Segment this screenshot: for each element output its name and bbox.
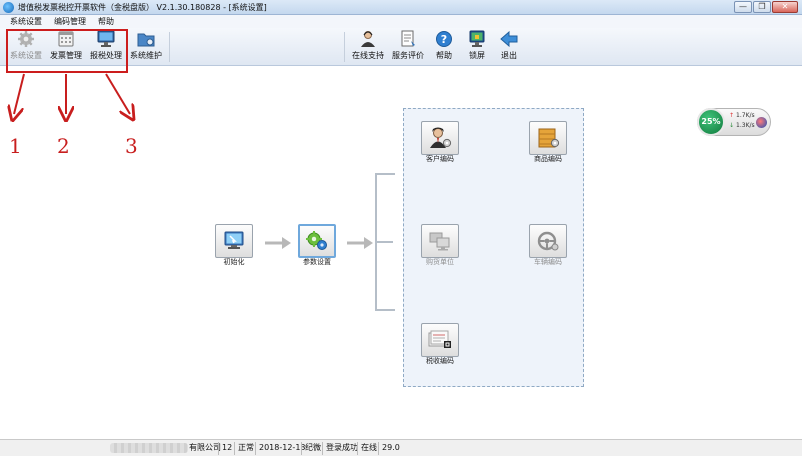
tool-label: 退出: [501, 51, 517, 60]
download-arrow-icon: ↓: [729, 122, 735, 129]
tool-label: 系统设置: [10, 51, 42, 60]
toolbar: 系统设置 发票管理 报税处理 系统维护 在线支持: [0, 28, 802, 66]
minimize-button[interactable]: —: [734, 1, 752, 13]
flow-bracket: [375, 173, 395, 311]
flow-vehicle-code-button[interactable]: 车辆编码: [529, 224, 567, 266]
tool-label: 发票管理: [50, 51, 82, 60]
goods-icon: [538, 128, 560, 148]
buyer-unit-icon: [429, 232, 450, 251]
gear-icon: [18, 31, 34, 47]
tool-invoice-management[interactable]: 发票管理: [45, 30, 87, 64]
tool-exit[interactable]: 退出: [488, 30, 530, 64]
params-tile: [298, 224, 336, 258]
status-user: 纪微: [301, 442, 324, 455]
flow-params-button[interactable]: 参数设置: [298, 224, 336, 266]
customer-code-label: 客户编码: [426, 155, 454, 163]
customer-code-tile: [421, 121, 459, 155]
download-speed: ↓1.3K/s: [729, 122, 755, 129]
rating-document-icon: [401, 30, 415, 47]
close-button[interactable]: ✕: [772, 1, 798, 13]
folder-gear-icon: [137, 33, 155, 47]
tool-system-maintenance[interactable]: 系统维护: [125, 30, 167, 64]
tax-code-icon: [428, 330, 451, 348]
goods-code-label: 商品编码: [534, 155, 562, 163]
toolbar-separator: [169, 32, 170, 62]
tool-label: 在线支持: [352, 51, 384, 60]
status-date: 2018-12-13: [255, 442, 309, 455]
tool-label: 锁屏: [469, 51, 485, 60]
annotation-highlight-box: [6, 29, 128, 73]
network-accelerator-icon: [756, 117, 767, 128]
status-number: 12: [218, 442, 235, 455]
status-login: 登录成功: [322, 442, 361, 455]
menu-bar: 系统设置 编码管理 帮助: [0, 15, 802, 28]
tool-label: 服务评价: [392, 51, 424, 60]
status-bar: 有限公司 12 正常 2018-12-13 纪微 登录成功 在线 29.0: [0, 439, 802, 456]
tool-label: 报税处理: [90, 51, 122, 60]
tool-label: 帮助: [436, 51, 452, 60]
status-company: 有限公司: [189, 443, 221, 452]
calendar-icon: [58, 31, 74, 47]
tool-online-support[interactable]: 在线支持: [347, 30, 389, 64]
app-logo-icon: [3, 2, 14, 13]
flow-bracket-stub: [375, 241, 393, 243]
title-bar: 增值税发票税控开票软件（金税盘版） V2.1.30.180828 - [系统设置…: [0, 0, 802, 15]
network-speed-widget[interactable]: 25% ↑1.7K/s ↓1.3K/s: [697, 108, 771, 136]
status-state: 正常: [234, 442, 257, 455]
tool-tax-filing[interactable]: 报税处理: [85, 30, 127, 64]
tool-service-rating[interactable]: 服务评价: [387, 30, 429, 64]
tool-help[interactable]: ? 帮助: [423, 30, 465, 64]
toolbar-separator: [344, 32, 345, 62]
lock-screen-icon: [469, 30, 485, 47]
exit-arrow-icon: [500, 30, 518, 48]
upload-speed: ↑1.7K/s: [729, 112, 755, 119]
download-speed-value: 1.3K/s: [736, 122, 755, 129]
flow-arrow-icon: [347, 237, 373, 249]
init-monitor-icon: [224, 231, 244, 249]
upload-speed-value: 1.7K/s: [736, 112, 755, 119]
restore-button[interactable]: ❐: [753, 1, 771, 13]
vehicle-icon: [537, 231, 559, 251]
flow-goods-code-button[interactable]: 商品编码: [529, 121, 567, 163]
menu-help[interactable]: 帮助: [98, 17, 114, 26]
svg-text:?: ?: [441, 33, 447, 46]
help-icon: ?: [436, 31, 452, 47]
params-label: 参数设置: [303, 258, 331, 266]
buyer-unit-label: 购货单位: [426, 258, 454, 266]
vehicle-code-tile: [529, 224, 567, 258]
tool-lock-screen[interactable]: 锁屏: [456, 30, 498, 64]
window-controls: — ❐ ✕: [734, 1, 798, 14]
monitor-icon: [97, 30, 115, 47]
window-title: 增值税发票税控开票软件（金税盘版） V2.1.30.180828 - [系统设置…: [18, 3, 267, 12]
menu-code-management[interactable]: 编码管理: [54, 17, 86, 26]
annotation-label-1: 1: [9, 134, 22, 158]
status-online: 在线: [357, 442, 380, 455]
flow-arrow-icon: [265, 237, 291, 249]
vehicle-code-label: 车辆编码: [534, 258, 562, 266]
network-usage-percent: 25%: [697, 108, 725, 136]
annotation-label-2: 2: [57, 134, 70, 158]
blurred-company-name: [110, 443, 188, 453]
support-person-icon: [361, 31, 375, 47]
annotation-label-3: 3: [125, 134, 138, 158]
init-label: 初始化: [223, 258, 245, 266]
flow-tax-code-button[interactable]: 税收编码: [421, 323, 459, 365]
buyer-unit-tile: [421, 224, 459, 258]
flow-customer-code-button[interactable]: 客户编码: [421, 121, 459, 163]
tool-system-settings[interactable]: 系统设置: [5, 30, 47, 64]
upload-arrow-icon: ↑: [729, 112, 735, 119]
init-tile: [215, 224, 253, 258]
menu-system-settings[interactable]: 系统设置: [10, 17, 42, 26]
goods-code-tile: [529, 121, 567, 155]
flow-buyer-unit-button[interactable]: 购货单位: [421, 224, 459, 266]
tax-code-tile: [421, 323, 459, 357]
flow-init-button[interactable]: 初始化: [215, 224, 253, 266]
params-gears-icon: [306, 231, 327, 250]
customer-icon: [430, 127, 452, 148]
status-version: 29.0: [378, 442, 403, 455]
tax-code-label: 税收编码: [426, 357, 454, 365]
annotation-arrows: [0, 73, 160, 134]
tool-label: 系统维护: [130, 51, 162, 60]
